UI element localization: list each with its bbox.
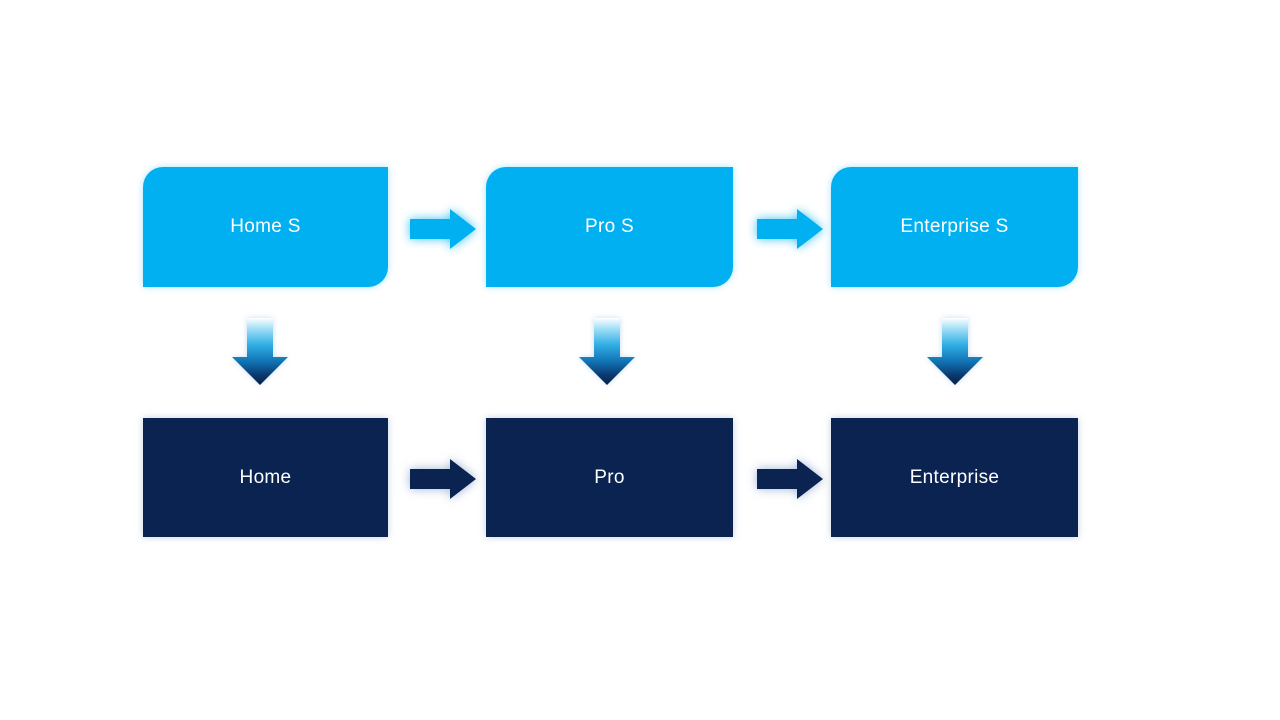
- right-arrow-icon: [410, 209, 476, 249]
- bottom-box-enterprise-label: Enterprise: [909, 466, 1000, 488]
- down-arrow-icon: [232, 318, 288, 385]
- down-arrow-icon: [927, 318, 983, 385]
- top-box-pro-s-label: Pro S: [584, 216, 635, 237]
- right-arrow-icon: [410, 459, 476, 499]
- top-box-enterprise-s-label: Enterprise S: [900, 216, 1009, 237]
- top-box-enterprise-s: Enterprise S: [831, 167, 1078, 287]
- top-box-pro-s: Pro S: [486, 167, 733, 287]
- bottom-box-pro: Pro: [486, 418, 733, 537]
- top-box-home-s: Home S: [143, 167, 388, 287]
- bottom-box-enterprise: Enterprise: [831, 418, 1078, 537]
- bottom-box-home-label: Home: [239, 466, 292, 488]
- right-arrow-icon: [757, 459, 823, 499]
- right-arrow-icon: [757, 209, 823, 249]
- down-arrow-icon: [579, 318, 635, 385]
- top-box-home-s-label: Home S: [230, 216, 301, 237]
- bottom-box-home: Home: [143, 418, 388, 537]
- bottom-box-pro-label: Pro: [594, 466, 625, 488]
